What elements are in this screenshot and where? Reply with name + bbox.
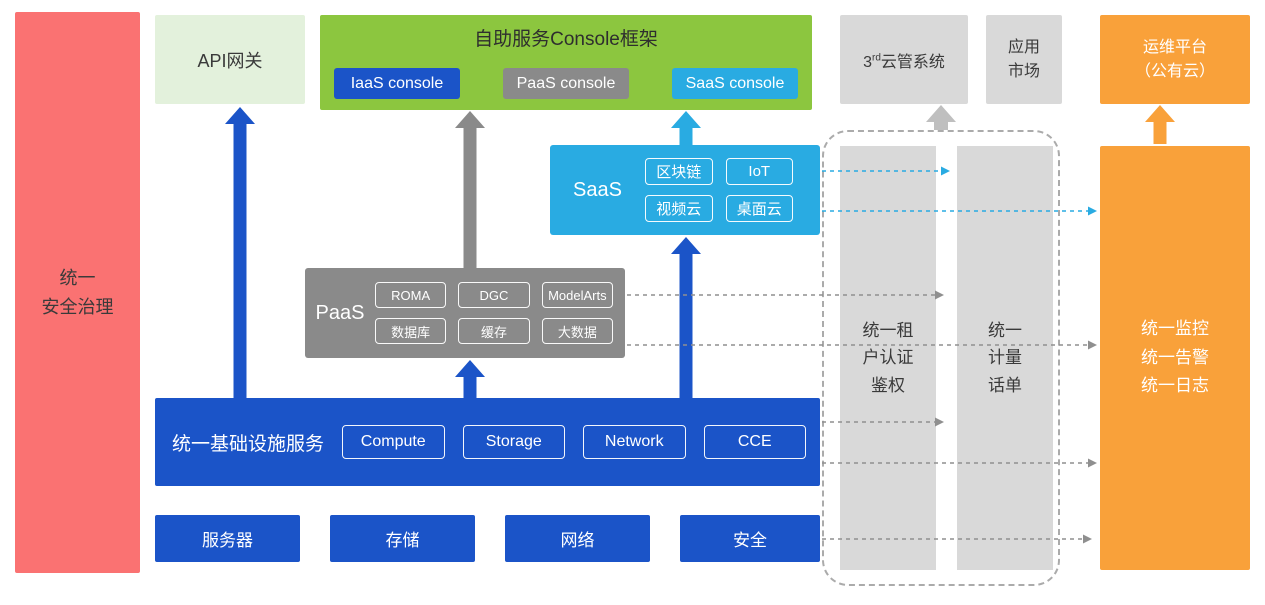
- paas-service-chip-database: 数据库: [375, 318, 447, 344]
- saas-service-chip-desktop-cloud: 桌面云: [725, 195, 793, 222]
- app-market-label: 市场: [1007, 62, 1040, 80]
- hardware-server-label: 服务器: [202, 531, 253, 550]
- arrow-saas-to-console: [671, 111, 701, 146]
- arrow-infra-to-saas: [671, 237, 701, 398]
- arrow-monitoring-to-om-platform: [1145, 105, 1175, 144]
- third-party-cloud-box: 3rd云管系统: [840, 15, 968, 104]
- tenant-auth-label: 户认证: [862, 348, 914, 368]
- saas-service-chip-video-cloud: 视频云: [645, 195, 713, 222]
- api-gateway-box: API网关: [155, 15, 305, 104]
- third-party-cloud-label: 3rd云管系统: [863, 48, 945, 72]
- metering-label: 话单: [988, 375, 1022, 395]
- metering-label: 统一: [988, 321, 1022, 341]
- hardware-network-label: 网络: [560, 531, 595, 550]
- infrastructure-service-row: Compute Storage Network CCE: [342, 425, 806, 459]
- app-market-label: 应用: [1007, 39, 1040, 57]
- console-frame-title: 自助服务Console框架: [474, 29, 658, 50]
- saas-service-grid: 区块链 IoT 视频云 桌面云: [645, 158, 793, 222]
- paas-console-chip: PaaS console: [503, 68, 629, 99]
- infra-chip-network: Network: [583, 425, 686, 459]
- security-governance-label: 统一: [59, 267, 96, 288]
- console-chip-row: IaaS console PaaS console SaaS console: [334, 68, 798, 99]
- metering-pillar: 统一 计量 话单: [957, 146, 1053, 570]
- monitoring-label: 统一监控: [1141, 318, 1209, 338]
- arrow-paas-to-console: [455, 111, 485, 268]
- paas-service-chip-cache: 缓存: [458, 318, 530, 344]
- paas-service-chip-roma: ROMA: [375, 282, 447, 308]
- hardware-security-label: 安全: [733, 531, 767, 550]
- om-platform-label: （公有云）: [1134, 62, 1215, 80]
- shared-services-dashed-group: [822, 130, 1060, 586]
- third-party-cloud-prefix: 3: [863, 53, 872, 71]
- saas-console-chip: SaaS console: [672, 68, 798, 99]
- saas-service-chip-iot: IoT: [725, 158, 793, 185]
- monitoring-label: 统一告警: [1141, 347, 1209, 367]
- paas-service-chip-dgc: DGC: [458, 282, 530, 308]
- monitoring-label: 统一日志: [1141, 376, 1209, 396]
- iaas-console-chip: IaaS console: [334, 68, 460, 99]
- dashed-hardware-to-monitoring-arrowhead: [1083, 534, 1092, 544]
- hardware-storage-label: 存储: [385, 531, 420, 550]
- infra-chip-compute: Compute: [342, 425, 445, 459]
- arrow-infra-to-api-gateway: [225, 107, 255, 398]
- hardware-storage-box: 存储: [330, 515, 475, 562]
- arrow-infra-to-paas: [455, 360, 485, 398]
- paas-service-grid: ROMA DGC ModelArts 数据库 缓存 大数据: [375, 282, 613, 344]
- hardware-network-box: 网络: [505, 515, 650, 562]
- saas-label: SaaS: [573, 178, 622, 201]
- metering-label: 计量: [988, 348, 1022, 368]
- tenant-auth-label: 统一租: [862, 321, 914, 341]
- om-platform-box: 运维平台 （公有云）: [1100, 15, 1250, 104]
- infrastructure-label: 统一基础设施服务: [172, 433, 325, 455]
- paas-service-chip-bigdata: 大数据: [541, 318, 613, 344]
- third-party-cloud-rest: 云管系统: [880, 53, 945, 71]
- infra-chip-cce: CCE: [703, 425, 806, 459]
- api-gateway-label: API网关: [197, 50, 263, 71]
- hardware-server-box: 服务器: [155, 515, 300, 562]
- paas-label: PaaS: [315, 301, 365, 324]
- paas-service-chip-modelarts: ModelArts: [541, 282, 613, 308]
- infrastructure-box: 统一基础设施服务 Compute Storage Network CCE: [155, 398, 820, 486]
- paas-box: PaaS ROMA DGC ModelArts 数据库 缓存 大数据: [305, 268, 625, 358]
- arrow-shared-to-third-cloud: [926, 105, 956, 130]
- saas-box: SaaS 区块链 IoT 视频云 桌面云: [550, 145, 820, 235]
- app-market-box: 应用 市场: [986, 15, 1062, 104]
- tenant-auth-pillar: 统一租 户认证 鉴权: [840, 146, 936, 570]
- third-party-cloud-sup: rd: [871, 52, 881, 64]
- saas-service-chip-blockchain: 区块链: [645, 158, 713, 185]
- security-governance-label: 安全治理: [41, 296, 114, 317]
- monitoring-pillar: 统一监控 统一告警 统一日志: [1100, 146, 1250, 570]
- dashed-infra-to-monitoring-arrowhead: [1088, 458, 1097, 468]
- om-platform-label: 运维平台: [1142, 39, 1207, 57]
- tenant-auth-label: 鉴权: [871, 375, 905, 395]
- security-governance-pillar: 统一 安全治理: [15, 12, 140, 573]
- infra-chip-storage: Storage: [462, 425, 565, 459]
- hardware-security-box: 安全: [680, 515, 820, 562]
- dashed-saas-to-monitoring-arrowhead: [1088, 206, 1097, 216]
- console-frame: 自助服务Console框架 IaaS console PaaS console …: [320, 15, 812, 110]
- dashed-paas-to-monitoring-arrowhead: [1088, 340, 1097, 350]
